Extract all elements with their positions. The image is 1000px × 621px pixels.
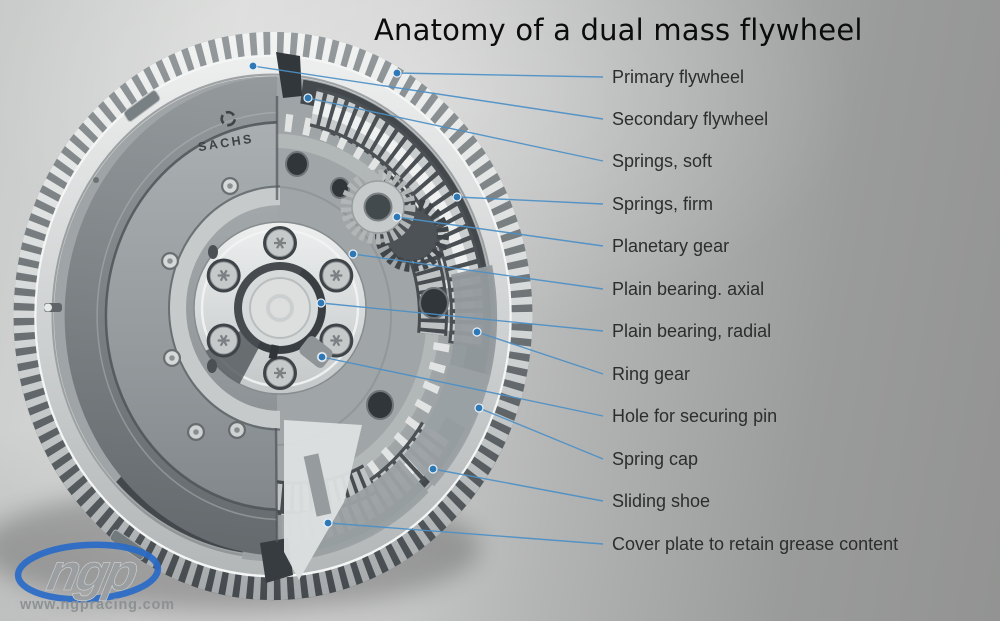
ngp-url: www.ngpracing.com <box>19 597 175 613</box>
part-label-plain-bearing-radial: Plain bearing, radial <box>612 321 772 341</box>
primary-flywheel-cover <box>64 76 281 561</box>
part-label-hole-securing-pin: Hole for securing pin <box>612 406 778 426</box>
part-label-sliding-shoe: Sliding shoe <box>612 491 711 511</box>
plate-divider <box>303 453 332 517</box>
part-label-springs-firm: Springs, firm <box>612 194 714 214</box>
hub-assembly <box>193 221 367 395</box>
balance-slot <box>123 90 161 122</box>
planetary-gear <box>340 169 449 272</box>
part-label-planetary-gear: Planetary gear <box>612 236 730 256</box>
diagram-title: Anatomy of a dual mass flywheel <box>374 13 863 47</box>
ngp-wordmark: ngp <box>42 544 143 602</box>
part-label-primary-flywheel: Primary flywheel <box>612 67 745 87</box>
cover-screws <box>161 177 246 441</box>
section-cut-edge-top <box>276 52 302 98</box>
starter-ring-gear <box>13 31 533 601</box>
leader-lines <box>252 65 604 545</box>
leader-dots <box>248 61 484 528</box>
part-label-plain-bearing-axial: Plain bearing. axial <box>612 279 765 299</box>
part-label-spring-cap: Spring cap <box>612 449 699 469</box>
rim-dowel-pin <box>44 177 99 312</box>
part-label-secondary-flywheel: Secondary flywheel <box>612 109 769 129</box>
hub-bolts <box>206 226 354 390</box>
part-label-springs-soft: Springs, soft <box>612 151 713 171</box>
ngp-oval-icon <box>14 541 162 603</box>
part-label-ring-gear: Ring gear <box>612 364 691 384</box>
ngp-logo: ngp www.ngpracing.com <box>14 541 175 613</box>
section-cut-line <box>274 427 279 543</box>
sachs-swirl-icon <box>220 110 237 127</box>
center-bore <box>234 262 326 360</box>
part-label-cover-plate: Cover plate to retain grease content <box>612 534 899 554</box>
